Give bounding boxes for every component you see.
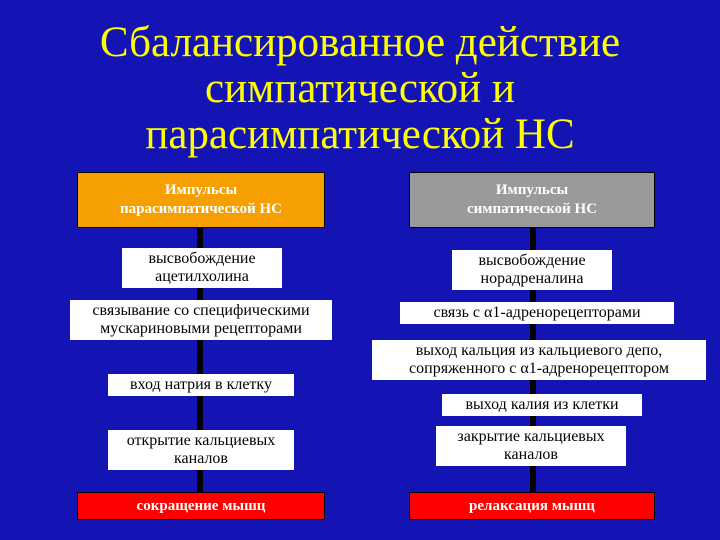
parasympathetic-header-line-2: парасимпатической НС xyxy=(119,201,283,217)
title-line-1: Сбалансированное действие xyxy=(99,19,621,66)
contraction-result-label: сокращение мышц xyxy=(136,497,266,514)
right-step-4-line-1: выход калия из клетки xyxy=(465,396,619,413)
sympathetic-header-line-2: симпатической НС xyxy=(466,201,598,217)
relaxation-result-box: релаксация мышц xyxy=(409,492,655,520)
right-step-potassium-exit: выход калия из клетки xyxy=(442,394,642,416)
left-step-1-line-1: высвобождение xyxy=(148,250,256,267)
right-step-calcium-release: выход кальция из кальциевого депо, сопря… xyxy=(372,340,706,380)
left-step-4-line-1: открытие кальциевых xyxy=(126,432,276,449)
right-step-1-line-1: высвобождение xyxy=(478,252,586,269)
contraction-result-box: сокращение мышц xyxy=(77,492,325,520)
right-step-3-line-1: выход кальция из кальциевого депо, xyxy=(415,342,663,359)
left-step-calcium-channels-open: открытие кальциевых каналов xyxy=(108,430,294,470)
right-step-5-line-2: каналов xyxy=(504,446,558,463)
title-line-3: парасимпатической НС xyxy=(145,111,575,158)
right-step-1-line-2: норадреналина xyxy=(480,270,584,287)
right-step-2-line-1: связь с α1-адренорецепторами xyxy=(433,304,641,321)
right-step-alpha1-binding: связь с α1-адренорецепторами xyxy=(400,302,674,324)
left-step-1-line-2: ацетилхолина xyxy=(155,268,249,285)
sympathetic-header-box: Импульсы симпатической НС xyxy=(409,172,655,228)
title-line-2: симпатической и xyxy=(205,65,515,112)
left-step-2-line-1: связывание со специфическими xyxy=(92,302,310,319)
sympathetic-header-line-1: Импульсы xyxy=(495,182,569,198)
right-step-noradrenaline: высвобождение норадреналина xyxy=(452,250,612,290)
left-step-muscarinic-binding: связывание со специфическими мускариновы… xyxy=(70,300,332,340)
relaxation-result-label: релаксация мышц xyxy=(469,497,595,514)
right-step-calcium-channels-close: закрытие кальциевых каналов xyxy=(436,426,626,466)
left-step-3-line-1: вход натрия в клетку xyxy=(130,376,272,393)
left-step-acetylcholine: высвобождение ацетилхолина xyxy=(122,248,282,288)
left-step-4-line-2: каналов xyxy=(174,450,228,467)
right-step-5-line-1: закрытие кальциевых xyxy=(457,428,605,445)
left-step-2-line-2: мускариновыми рецепторами xyxy=(100,320,302,337)
parasympathetic-header-box: Импульсы парасимпатической НС xyxy=(77,172,325,228)
left-connector-line xyxy=(197,228,203,492)
right-step-3-line-2: сопряженного с α1-адренорецептором xyxy=(409,360,669,377)
slide-title: Сбалансированное действие симпатической … xyxy=(0,20,720,158)
left-step-sodium-entry: вход натрия в клетку xyxy=(108,374,294,396)
parasympathetic-header-line-1: Импульсы xyxy=(164,182,238,198)
